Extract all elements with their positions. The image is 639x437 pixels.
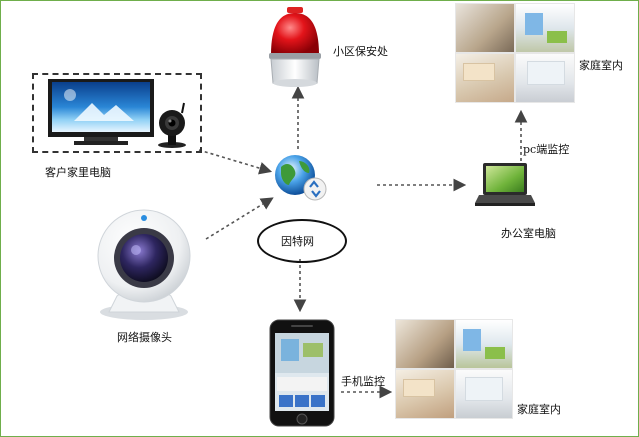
home-interior-collage-bottom [395, 319, 513, 419]
phone-icon [269, 319, 335, 427]
alarm-light-icon [263, 5, 327, 89]
internet-globe-icon [271, 151, 331, 203]
webcam-label: 网络摄像头 [117, 331, 172, 344]
home-pc-label: 客户家里电脑 [45, 166, 111, 179]
home-pc-frame [32, 73, 202, 153]
pc-monitor-label: pc端监控 [523, 143, 570, 156]
office-laptop-icon [473, 161, 537, 211]
home-bottom-label: 家庭室内 [517, 403, 561, 416]
home-interior-collage-top [455, 3, 575, 103]
arrow-webcam-to-internet [205, 197, 274, 240]
arrow-homepc-to-internet [198, 149, 273, 175]
internet-node [257, 219, 347, 263]
office-pc-label: 办公室电脑 [501, 227, 556, 240]
internet-label: 因特网 [281, 235, 314, 248]
home-top-label: 家庭室内 [579, 59, 623, 72]
webcam-icon [89, 204, 199, 322]
alarm-label: 小区保安处 [333, 45, 388, 58]
mobile-monitor-label: 手机监控 [341, 375, 385, 388]
